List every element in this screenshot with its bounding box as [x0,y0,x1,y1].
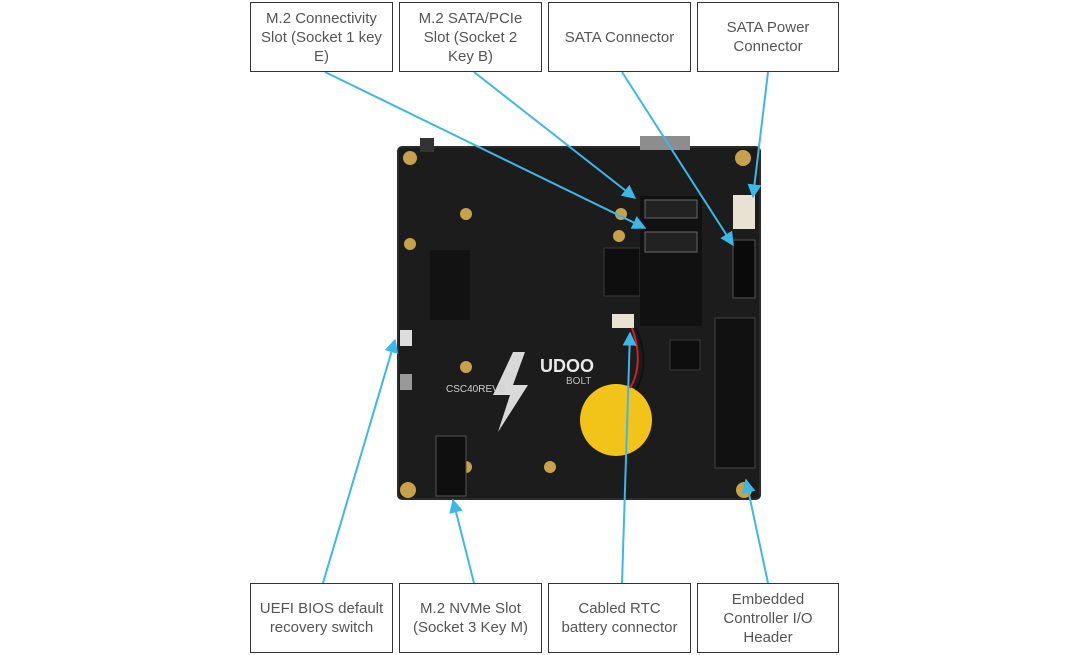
callout-line-sata-power [747,71,769,199]
label-embedded-controller-io-header: Embedded Controller I/O Header [697,583,839,653]
silkscreen-model: CSC40REVB [446,384,506,395]
label-m2-connectivity-slot: M.2 Connectivity Slot (Socket 1 key E) [250,2,393,72]
logo-text: UDOO [540,356,594,376]
mounting-hole [403,151,417,165]
pcb-board: UDOO BOLT CSC40REVB [397,136,761,500]
callout-line-uefi-bios [322,338,399,584]
callout-line-m2-connectivity [324,71,647,229]
mounting-hole [404,238,416,250]
label-m2-sata-pcie-slot: M.2 SATA/PCIe Slot (Socket 2 Key B) [399,2,542,72]
mounting-hole [735,150,751,166]
label-uefi-bios-recovery-switch: UEFI BIOS default recovery switch [250,583,393,653]
callout-line-sata-connector [621,71,734,247]
logo-subtext: BOLT [566,376,591,387]
callout-line-ec-header [741,478,769,584]
rtc-battery [580,384,652,456]
callout-lines [322,71,769,584]
callout-line-m2-sata-pcie [473,71,637,199]
mounting-hole [400,482,416,498]
logo-bolt-icon [493,352,528,432]
label-cabled-rtc-battery-connector: Cabled RTC battery connector [548,583,691,653]
callout-line-m2-nvme [449,498,475,584]
callout-line-rtc-battery [621,331,637,584]
mounting-hole [460,361,472,373]
label-sata-connector: SATA Connector [548,2,691,72]
mounting-hole [460,208,472,220]
mounting-hole [544,461,556,473]
label-m2-nvme-slot: M.2 NVMe Slot (Socket 3 Key M) [399,583,542,653]
mounting-hole [613,230,625,242]
label-sata-power-connector: SATA Power Connector [697,2,839,72]
